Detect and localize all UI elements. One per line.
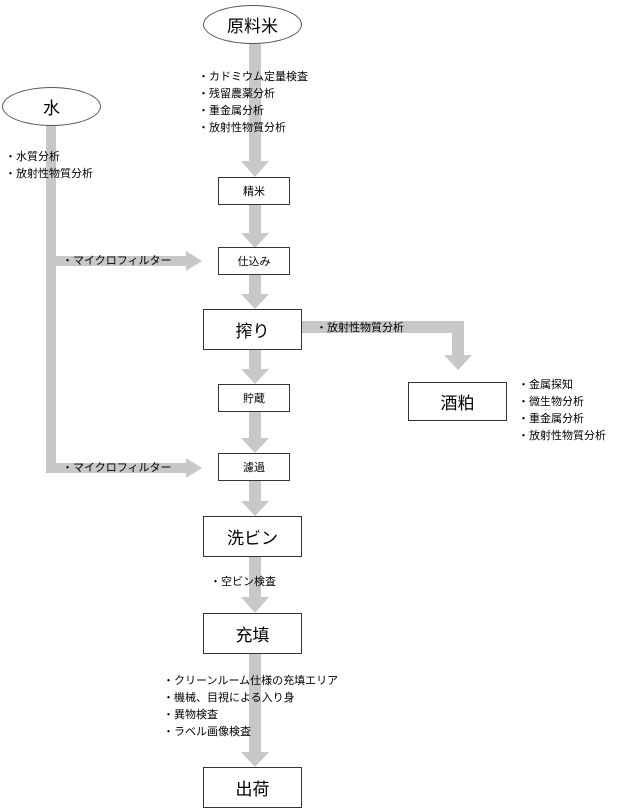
node-press: 搾り xyxy=(203,309,302,350)
note-microfilter-2: ・マイクロフィルター xyxy=(62,459,172,476)
arrowhead-water-brew xyxy=(186,251,202,271)
arrow-water-to-filter xyxy=(46,463,186,473)
node-bottle-wash: 洗ビン xyxy=(203,516,302,557)
note-line: ・放射性物質分析 xyxy=(518,429,606,442)
notes-water: ・水質分析 ・放射性物質分析 xyxy=(5,148,93,182)
arrowhead-polish xyxy=(241,161,269,177)
node-bottle-wash-label: 洗ビン xyxy=(227,529,278,549)
node-ship-label: 出荷 xyxy=(235,780,270,800)
node-storage-label: 貯蔵 xyxy=(243,392,265,405)
note-bottle-inspection: ・空ビン検査 xyxy=(210,573,276,590)
arrow-polish-to-brew xyxy=(249,204,261,233)
note-line: ・ラベル画像検査 xyxy=(163,725,251,738)
note-line: ・放射性物質分析 xyxy=(5,167,93,180)
node-brew-label: 仕込み xyxy=(237,255,271,268)
note-line: ・空ビン検査 xyxy=(210,575,276,588)
arrow-wash-to-fill xyxy=(249,556,261,597)
note-line: ・異物検査 xyxy=(163,708,218,721)
note-line: ・金属探知 xyxy=(518,378,573,391)
arrow-brew-to-press xyxy=(249,273,261,294)
arrow-rice-to-polish xyxy=(249,43,261,161)
arrow-filter-to-wash xyxy=(249,480,261,501)
note-line: ・マイクロフィルター xyxy=(62,254,172,267)
node-fill-label: 充填 xyxy=(235,626,270,646)
arrowhead-wash xyxy=(241,501,269,516)
node-raw-rice-label: 原料米 xyxy=(227,17,278,37)
node-filter-label: 濾過 xyxy=(243,461,265,474)
arrowhead-filter xyxy=(241,438,269,453)
note-line: ・マイクロフィルター xyxy=(62,461,172,474)
note-line: ・放射性物質分析 xyxy=(198,121,286,134)
notes-sake-lees: ・金属探知 ・微生物分析 ・重金属分析 ・放射性物質分析 xyxy=(518,376,606,444)
note-line: ・重金属分析 xyxy=(518,412,584,425)
node-ship: 出荷 xyxy=(203,767,302,808)
notes-fill: ・クリーンルーム仕様の充填エリア ・機械、目視による入り身 ・異物検査 ・ラベル… xyxy=(163,672,338,740)
arrowhead-ship xyxy=(241,752,269,767)
node-water: 水 xyxy=(2,87,101,126)
arrow-press-to-lees xyxy=(301,321,464,333)
node-press-label: 搾り xyxy=(235,322,270,342)
node-water-label: 水 xyxy=(43,99,60,119)
arrowhead-fill xyxy=(241,597,269,613)
arrowhead-press xyxy=(241,294,269,309)
node-polish-label: 精米 xyxy=(243,185,265,198)
node-storage: 貯蔵 xyxy=(218,384,290,412)
node-polish: 精米 xyxy=(218,177,290,205)
arrow-fill-to-ship xyxy=(249,653,261,752)
arrow-storage-to-filter xyxy=(249,411,261,438)
water-line xyxy=(46,124,56,473)
node-sake-lees-label: 酒粕 xyxy=(440,394,475,414)
arrowhead-brew xyxy=(241,233,269,248)
arrow-lees-down xyxy=(452,321,464,355)
note-press-branch: ・放射性物質分析 xyxy=(316,319,404,336)
arrowhead-water-filter xyxy=(186,458,202,478)
node-fill: 充填 xyxy=(203,613,302,654)
note-line: ・微生物分析 xyxy=(518,395,584,408)
node-sake-lees: 酒粕 xyxy=(408,382,507,421)
note-microfilter-1: ・マイクロフィルター xyxy=(62,252,172,269)
note-line: ・放射性物質分析 xyxy=(316,321,404,334)
arrowhead-storage xyxy=(241,369,269,384)
node-raw-rice: 原料米 xyxy=(203,5,302,44)
arrowhead-lees xyxy=(444,355,472,370)
notes-rice: ・カドミウム定量検査 ・残留農薬分析 ・重金属分析 ・放射性物質分析 xyxy=(198,68,308,136)
note-line: ・カドミウム定量検査 xyxy=(198,70,308,83)
note-line: ・残留農薬分析 xyxy=(198,87,275,100)
note-line: ・クリーンルーム仕様の充填エリア xyxy=(163,674,339,687)
node-brew: 仕込み xyxy=(218,247,290,275)
arrow-water-to-brew xyxy=(46,256,186,266)
note-line: ・重金属分析 xyxy=(198,104,264,117)
note-line: ・機械、目視による入り身 xyxy=(163,691,295,704)
note-line: ・水質分析 xyxy=(5,150,60,163)
node-filter: 濾過 xyxy=(218,453,290,481)
arrow-press-to-storage xyxy=(249,349,261,369)
